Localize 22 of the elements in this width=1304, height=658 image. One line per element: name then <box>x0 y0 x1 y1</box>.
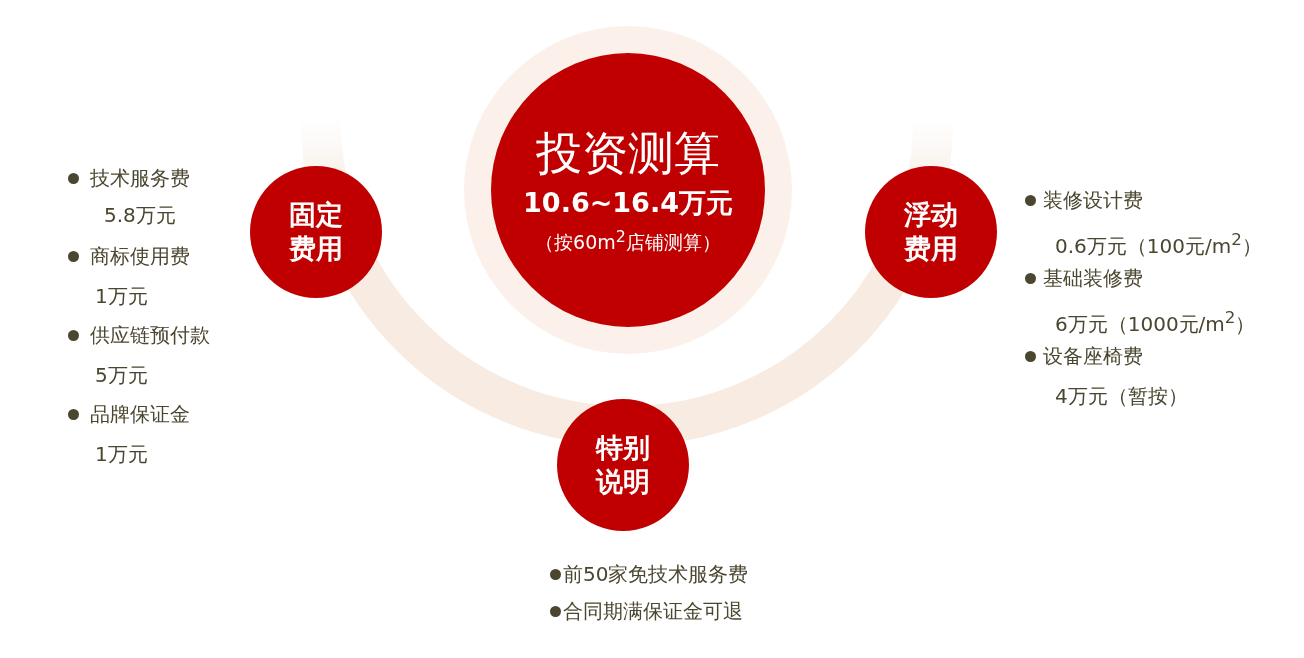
category-title: 固定费用 <box>288 198 344 266</box>
category-title: 浮动费用 <box>903 198 959 266</box>
amount-text: 5.8万元 <box>104 203 176 227</box>
note-text: （按60m$^{2}$店铺测算） <box>535 226 721 256</box>
amount-text: 0.6万元（100元/m$^{2}$） <box>1055 229 1262 258</box>
amount-text: 1万元 <box>95 442 148 466</box>
list-item: 合同期满保证金可退 <box>563 599 743 623</box>
list-item: 设备座椅费 <box>1043 344 1143 368</box>
list-item: 技术服务费 <box>90 166 190 190</box>
list-item: 基础装修费 <box>1043 266 1143 290</box>
list-item: 品牌保证金 <box>90 402 190 426</box>
category-title: 特别说明 <box>594 431 651 499</box>
list-item: 供应链预付款 <box>90 323 210 347</box>
amount-range: 10.6~16.4万元 <box>523 186 733 221</box>
list-item: 前50家免技术服务费 <box>563 562 749 586</box>
amount-text: 6万元（1000元/m$^{2}$） <box>1055 307 1256 336</box>
amount-text: 4万元（暂按） <box>1055 384 1188 408</box>
amount-text: 1万元 <box>95 284 148 308</box>
list-item: 商标使用费 <box>90 244 190 268</box>
amount-text: 5万元 <box>95 363 148 387</box>
list-item: 装修设计费 <box>1043 188 1143 212</box>
main-title: 投资测算 <box>536 125 720 183</box>
